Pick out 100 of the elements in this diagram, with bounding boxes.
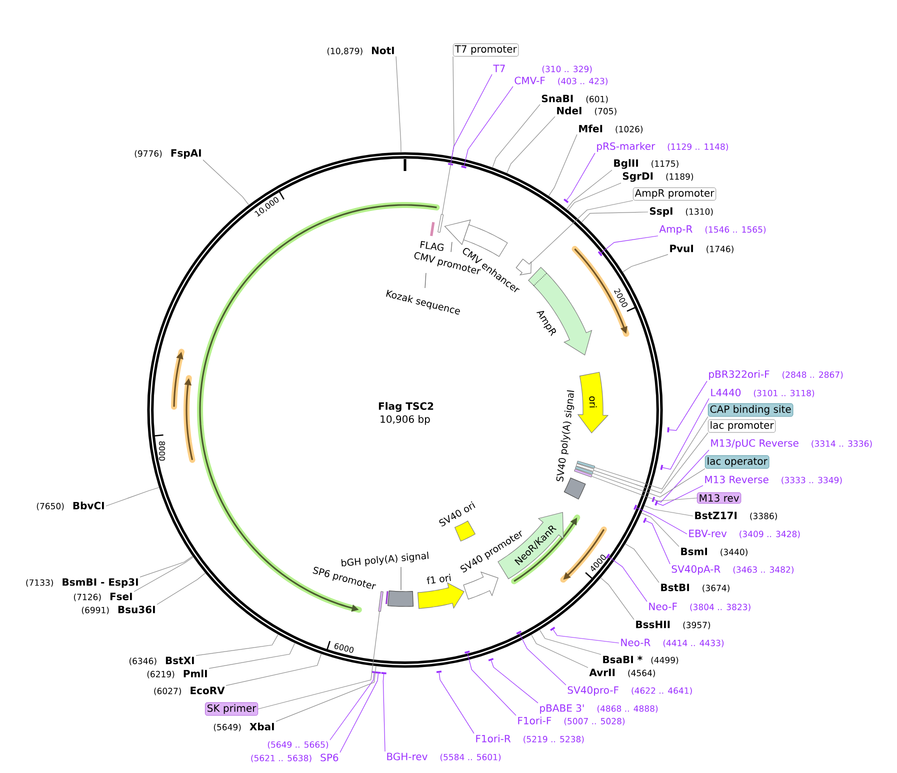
restriction-site-label: BsmI (3440) [681, 548, 748, 556]
leader-line [226, 654, 322, 686]
leader-line [134, 556, 194, 592]
primer-site-mark [652, 496, 656, 502]
feature-mark [575, 466, 594, 474]
primer-site-mark [643, 518, 647, 523]
primer-label: L4440 (3101 .. 3118) [711, 388, 814, 398]
primer-site-mark [488, 658, 494, 662]
primer-site-mark [461, 166, 466, 168]
restriction-site-label: (9776) FspAI [134, 149, 201, 159]
restriction-site-label: (10,879) NotI [327, 46, 394, 56]
restriction-site-label: SspI (1310) [650, 207, 713, 217]
feature-label: SP6 promoter [312, 566, 388, 604]
leader-line [467, 652, 516, 716]
primer-label: pBR322ori-F (2848 .. 2867) [709, 370, 843, 380]
primer-label: (5649 .. 5665) [268, 741, 328, 749]
leader-line [636, 507, 688, 534]
leader-line [656, 485, 704, 506]
restriction-site-label: PvuI (1746) [670, 244, 734, 254]
restriction-site-label: (7133) BsmBI - Esp3I [26, 578, 138, 588]
primer-site-mark [634, 504, 638, 510]
restriction-site-label: AvrII (4564) [589, 668, 655, 678]
primer-site-mark [660, 464, 664, 470]
leader-line [258, 611, 380, 710]
restriction-site-label: SnaBI (601) [542, 94, 608, 104]
leader-line [396, 56, 402, 152]
leader-line [625, 544, 660, 583]
leader-line [464, 86, 514, 166]
leader-line [668, 380, 708, 431]
leader-line [600, 236, 658, 254]
leader-line [506, 116, 556, 174]
feature-label-box: lac operator [705, 455, 770, 469]
leader-line [106, 487, 160, 506]
leader-line [645, 520, 670, 564]
leader-line [552, 629, 620, 644]
primer-label: M13/pUC Reverse (3314 .. 3336) [711, 439, 872, 449]
restriction-site-label: SgrDI (1189) [622, 172, 694, 182]
primer-site-mark [564, 198, 569, 204]
plasmid-size: 10,906 bp [380, 415, 430, 425]
leader-line [382, 674, 386, 752]
leader-line [490, 660, 538, 704]
leader-line [276, 666, 376, 722]
primer-label: Neo-R (4414 .. 4433) [621, 638, 724, 648]
restriction-site-label: (5649) XbaI [214, 722, 274, 732]
primer-site-mark [654, 500, 658, 506]
primer-label: pRS-marker (1129 .. 1148) [597, 142, 728, 152]
leader-line [641, 512, 680, 547]
primer-label: BGH-rev (5584 .. 5601) [387, 752, 501, 762]
primer-label: CMV-F (403 .. 423) [514, 76, 608, 86]
leader-line [442, 56, 454, 215]
primer-label: M13 Reverse (3333 .. 3349) [705, 476, 842, 484]
feature-mark [576, 460, 596, 469]
feature-mark [438, 214, 444, 233]
scale-label: 2000 [614, 288, 628, 308]
primer-label: pBABE 3' (4868 .. 4888) [540, 704, 658, 714]
leader-line [202, 160, 249, 206]
primer-label: F1ori-F (5007 .. 5028) [518, 716, 625, 726]
primer-label: (5621 .. 5638) SP6 [251, 754, 338, 762]
leader-line [492, 104, 540, 168]
primer-label: Amp-R (1546 .. 1565) [659, 225, 766, 235]
primer-site-mark [598, 251, 602, 256]
leader-line [593, 432, 708, 494]
plasmid-name: Flag TSC2 [378, 402, 434, 412]
feature-mark [576, 463, 594, 472]
primer-label: EBV-rev (3409 .. 3428) [689, 530, 800, 538]
leader-line [662, 398, 710, 470]
restriction-site-label: MfeI (1026) [579, 124, 643, 134]
primer-label: SV40pA-R (3463 .. 3482) [672, 565, 794, 575]
primer-site-mark [372, 671, 377, 674]
restriction-site-label: (6991) Bsu36I [82, 606, 155, 614]
leader-line [140, 556, 193, 578]
leader-line [519, 633, 566, 686]
leader-line [592, 468, 706, 498]
primer-site-mark [550, 626, 556, 631]
feature-label-box: CAP binding site [708, 403, 794, 417]
feature-label-box: AmpR promoter [633, 188, 716, 200]
leader-line [568, 182, 622, 211]
restriction-site-label: BstZ17I (3386) [695, 512, 777, 520]
primer-label: T7 (310 .. 329) [493, 64, 592, 74]
primer-site-mark [381, 672, 386, 674]
leader-line [450, 74, 492, 164]
feature-mark [574, 468, 592, 478]
primer-site-mark [606, 554, 610, 559]
feature-label: Kozak sequence [386, 272, 460, 314]
leader-line [600, 578, 634, 620]
node-label: f1 ori [426, 574, 451, 584]
leader-line [208, 642, 296, 669]
leader-line [608, 556, 648, 602]
leader-line [196, 634, 278, 656]
restriction-site-label: BglII (1175) [614, 159, 678, 169]
leader-line [622, 254, 668, 272]
restriction-site-label: (7126) FseI [74, 592, 132, 602]
leader-line [539, 630, 602, 655]
leader-line [566, 152, 596, 200]
feature-mark [378, 591, 384, 612]
primer-site-mark [448, 162, 454, 166]
node-label: SV40 poly(A) signal [556, 390, 574, 482]
restriction-site-label: NdeI (705) [557, 106, 616, 116]
feature-label-box: T7 promoter [453, 44, 519, 56]
primer-site-mark [464, 650, 470, 654]
